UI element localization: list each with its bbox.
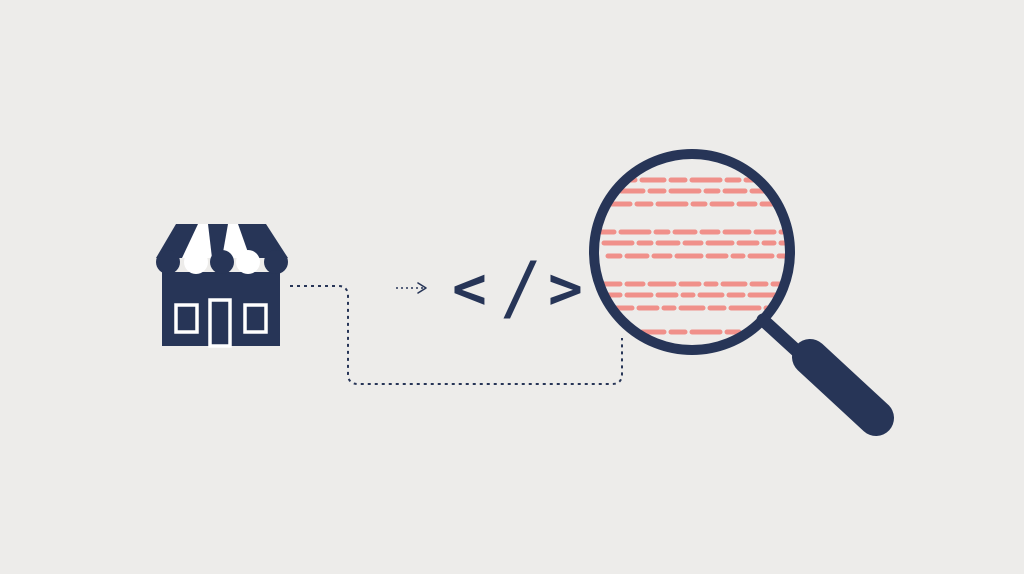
code-slash: /	[500, 247, 542, 329]
dotted-connector-path	[290, 285, 623, 385]
store-body	[162, 272, 280, 346]
magnifying-glass-icon	[589, 149, 894, 436]
code-brackets-icon: < / >	[452, 247, 583, 329]
store-window-left	[174, 303, 199, 334]
code-close-bracket: >	[548, 254, 583, 322]
dotted-arrow-icon	[396, 282, 427, 294]
handle-neck	[756, 313, 805, 359]
storefront-icon	[156, 224, 288, 348]
lens-ring	[589, 149, 795, 355]
store-awning	[156, 224, 288, 274]
store-door	[208, 298, 232, 348]
handle-grip	[792, 339, 894, 436]
code-open-bracket: <	[452, 254, 487, 322]
store-window-right	[243, 303, 268, 334]
